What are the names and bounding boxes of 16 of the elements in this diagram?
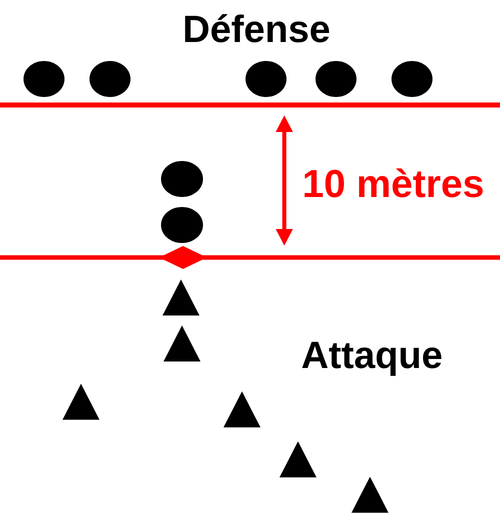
player-circle: [24, 61, 64, 97]
dimension-label: 10 mètres: [304, 168, 483, 198]
player-triangle: [162, 280, 200, 316]
player-triangle: [62, 384, 100, 420]
player-circle: [161, 161, 203, 197]
player-triangle: [280, 441, 316, 478]
player-circle: [392, 61, 432, 97]
player-circle: [246, 61, 286, 97]
player-triangle: [224, 391, 260, 428]
player-circle: [161, 207, 203, 243]
team-label: Attaque: [302, 342, 442, 376]
player-triangle: [352, 476, 388, 513]
player-circle: [316, 61, 356, 97]
player-triangle: [164, 326, 200, 362]
player-circle: [90, 61, 130, 97]
team-label: Défense: [185, 14, 330, 42]
